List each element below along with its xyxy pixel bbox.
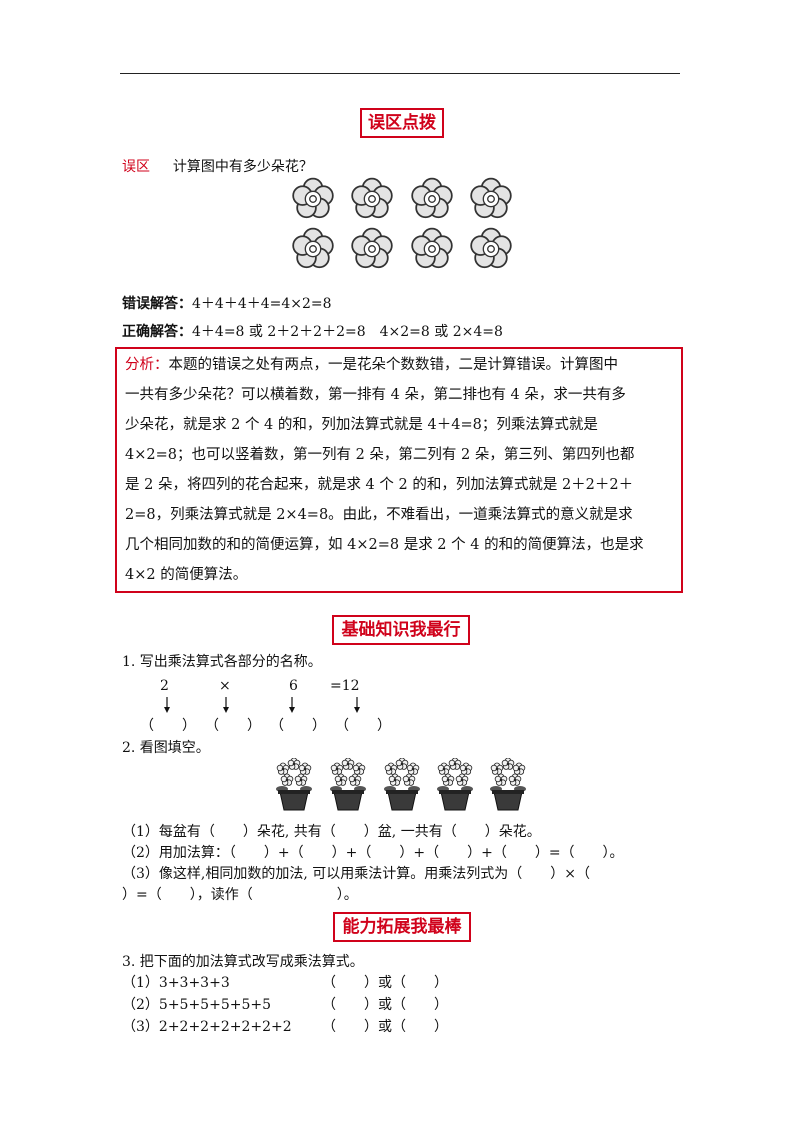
section-title-basics: 基础知识我最行 — [332, 615, 470, 645]
problem-text: 计算图中有多少朵花？ — [172, 159, 313, 175]
wrong-answer-line: 错误解答：4＋4＋4＋4=4×2=8 — [122, 294, 332, 314]
flower-icon — [292, 227, 334, 269]
analysis-line: 少朵花，就是求 2 个 4 的和，列加法算式就是 4＋4=8；列乘法算式就是 — [125, 417, 598, 433]
analysis-text: 本题的错误之处有两点，一是花朵个数数错，二是计算错误。计算图中 — [168, 357, 619, 373]
section-title-mistakes: 误区点拨 — [360, 108, 444, 138]
flower-icon — [292, 177, 334, 219]
analysis-line: 一共有多少朵花？可以横着数，第一排有 4 朵，第二排也有 4 朵，求一共有多 — [125, 387, 626, 403]
potted-flower-icon — [276, 758, 312, 811]
q1-text: 1. 写出乘法算式各部分的名称。 — [122, 654, 322, 670]
q3-row-2-answer[interactable]: （ ）或（ ） — [322, 997, 448, 1013]
analysis-line: 几个相同加数的和的简便运算，如 4×2=8 是求 2 个 4 的和的简便算法，也… — [125, 537, 644, 553]
q1-factor-1: 2 — [160, 678, 169, 694]
wrong-answer-text: 4＋4＋4＋4=4×2=8 — [192, 296, 332, 312]
down-arrow-icon — [223, 697, 229, 713]
q2-line-2: （2）用加法算：（ ）+（ ）+（ ）+（ ）+（ ）=（ ）。 — [122, 845, 624, 861]
q3-text: 3. 把下面的加法算式改写成乘法算式。 — [122, 954, 364, 970]
q1-blank-2[interactable]: （ ） — [205, 718, 261, 734]
q3-row-1-answer[interactable]: （ ）或（ ） — [322, 975, 448, 991]
flower-icon — [351, 177, 393, 219]
down-arrow-icon — [164, 697, 170, 713]
problem-line: 误区 计算图中有多少朵花？ — [122, 157, 313, 177]
q3-row-2-label: （2）5+5+5+5+5+5 — [122, 997, 272, 1013]
potted-flower-icon — [330, 758, 366, 811]
analysis-box: 分析：本题的错误之处有两点，一是花朵个数数错，二是计算错误。计算图中 一共有多少… — [115, 347, 683, 593]
potted-flower-icon — [490, 758, 526, 811]
flower-icon — [470, 227, 512, 269]
potted-flower-icon — [437, 758, 473, 811]
q3-row-3-label: （3）2+2+2+2+2+2+2 — [122, 1019, 292, 1035]
analysis-line: 分析：本题的错误之处有两点，一是花朵个数数错，二是计算错误。计算图中 — [125, 355, 618, 375]
correct-answer-line: 正确解答：4＋4=8 或 2＋2＋2＋2=8 4×2=8 或 2×4=8 — [122, 322, 503, 342]
q2-line-3: （3）像这样,相同加数的加法, 可以用乘法计算。用乘法列式为（ ）×（ — [122, 866, 590, 882]
analysis-line: 是 2 朵，将四列的花合起来，就是求 4 个 2 的和，列加法算式就是 2＋2＋… — [125, 477, 634, 493]
q1-blank-3[interactable]: （ ） — [270, 718, 326, 734]
q1-product: =12 — [330, 678, 360, 694]
correct-answer-text: 4＋4=8 或 2＋2＋2＋2=8 4×2=8 或 2×4=8 — [192, 324, 503, 340]
q1-factor-2: 6 — [289, 678, 298, 694]
section-title-extension: 能力拓展我最棒 — [333, 912, 471, 942]
q3-row-3-answer[interactable]: （ ）或（ ） — [322, 1019, 448, 1035]
analysis-line: 4×2=8；也可以竖着数，第一列有 2 朵，第二列有 2 朵，第三列、第四列也都 — [125, 447, 635, 463]
analysis-label: 分析： — [125, 357, 169, 373]
q2-line-4: ）=（ ），读作（ ）。 — [122, 887, 358, 903]
down-arrow-icon — [354, 697, 360, 713]
flower-icon — [411, 227, 453, 269]
q1-blank-1[interactable]: （ ） — [140, 718, 196, 734]
flower-icon — [470, 177, 512, 219]
flower-icon — [411, 177, 453, 219]
q2-line-1: （1）每盆有（ ）朵花, 共有（ ）盆, 一共有（ ）朵花。 — [122, 824, 541, 840]
flower-icon — [351, 227, 393, 269]
q2-text: 2. 看图填空。 — [122, 740, 210, 756]
q1-blank-4[interactable]: （ ） — [335, 718, 391, 734]
analysis-line: 4×2 的简便算法。 — [125, 567, 248, 583]
analysis-line: 2=8，列乘法算式就是 2×4=8。由此，不难看出，一道乘法算式的意义就是求 — [125, 507, 633, 523]
problem-tag: 误区 — [122, 159, 150, 175]
q3-row-1-label: （1）3+3+3+3 — [122, 975, 230, 991]
correct-answer-label: 正确解答： — [122, 324, 192, 340]
wrong-answer-label: 错误解答： — [122, 296, 192, 312]
header-rule — [120, 73, 680, 74]
down-arrow-icon — [289, 697, 295, 713]
q1-times-sign: × — [219, 678, 231, 694]
potted-flower-icon — [384, 758, 420, 811]
